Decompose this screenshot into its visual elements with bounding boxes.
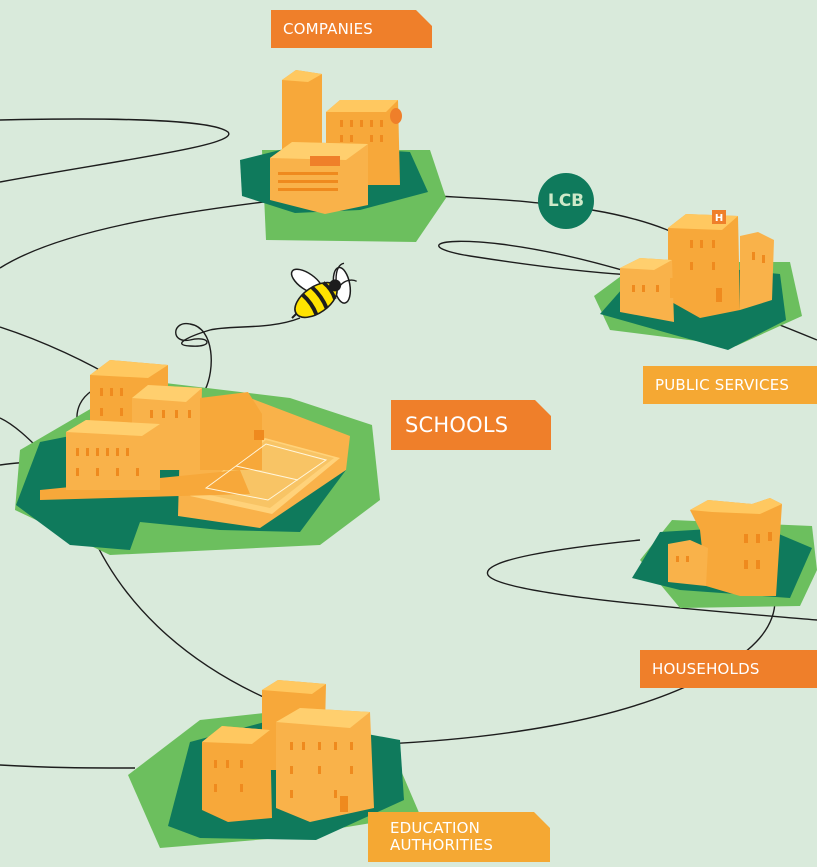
schools-label: SCHOOLS (391, 400, 551, 450)
schools-island (15, 360, 380, 555)
education-label-line2: AUTHORITIES (390, 836, 494, 854)
hospital-sign: H (715, 213, 723, 224)
public-services-label: PUBLIC SERVICES (643, 366, 817, 404)
households-label: HOUSEHOLDS (640, 650, 817, 688)
companies-island (240, 70, 446, 242)
lcb-node (538, 173, 594, 229)
companies-label: COMPANIES (271, 10, 432, 48)
education-label-line1: EDUCATION (390, 819, 480, 837)
education-authorities-label: EDUCATION AUTHORITIES (368, 812, 550, 862)
education-authorities-island (128, 680, 420, 848)
bee-icon (290, 262, 357, 319)
lcb-label: LCB (547, 191, 585, 211)
public-services-island (594, 210, 802, 350)
households-island (632, 498, 817, 608)
